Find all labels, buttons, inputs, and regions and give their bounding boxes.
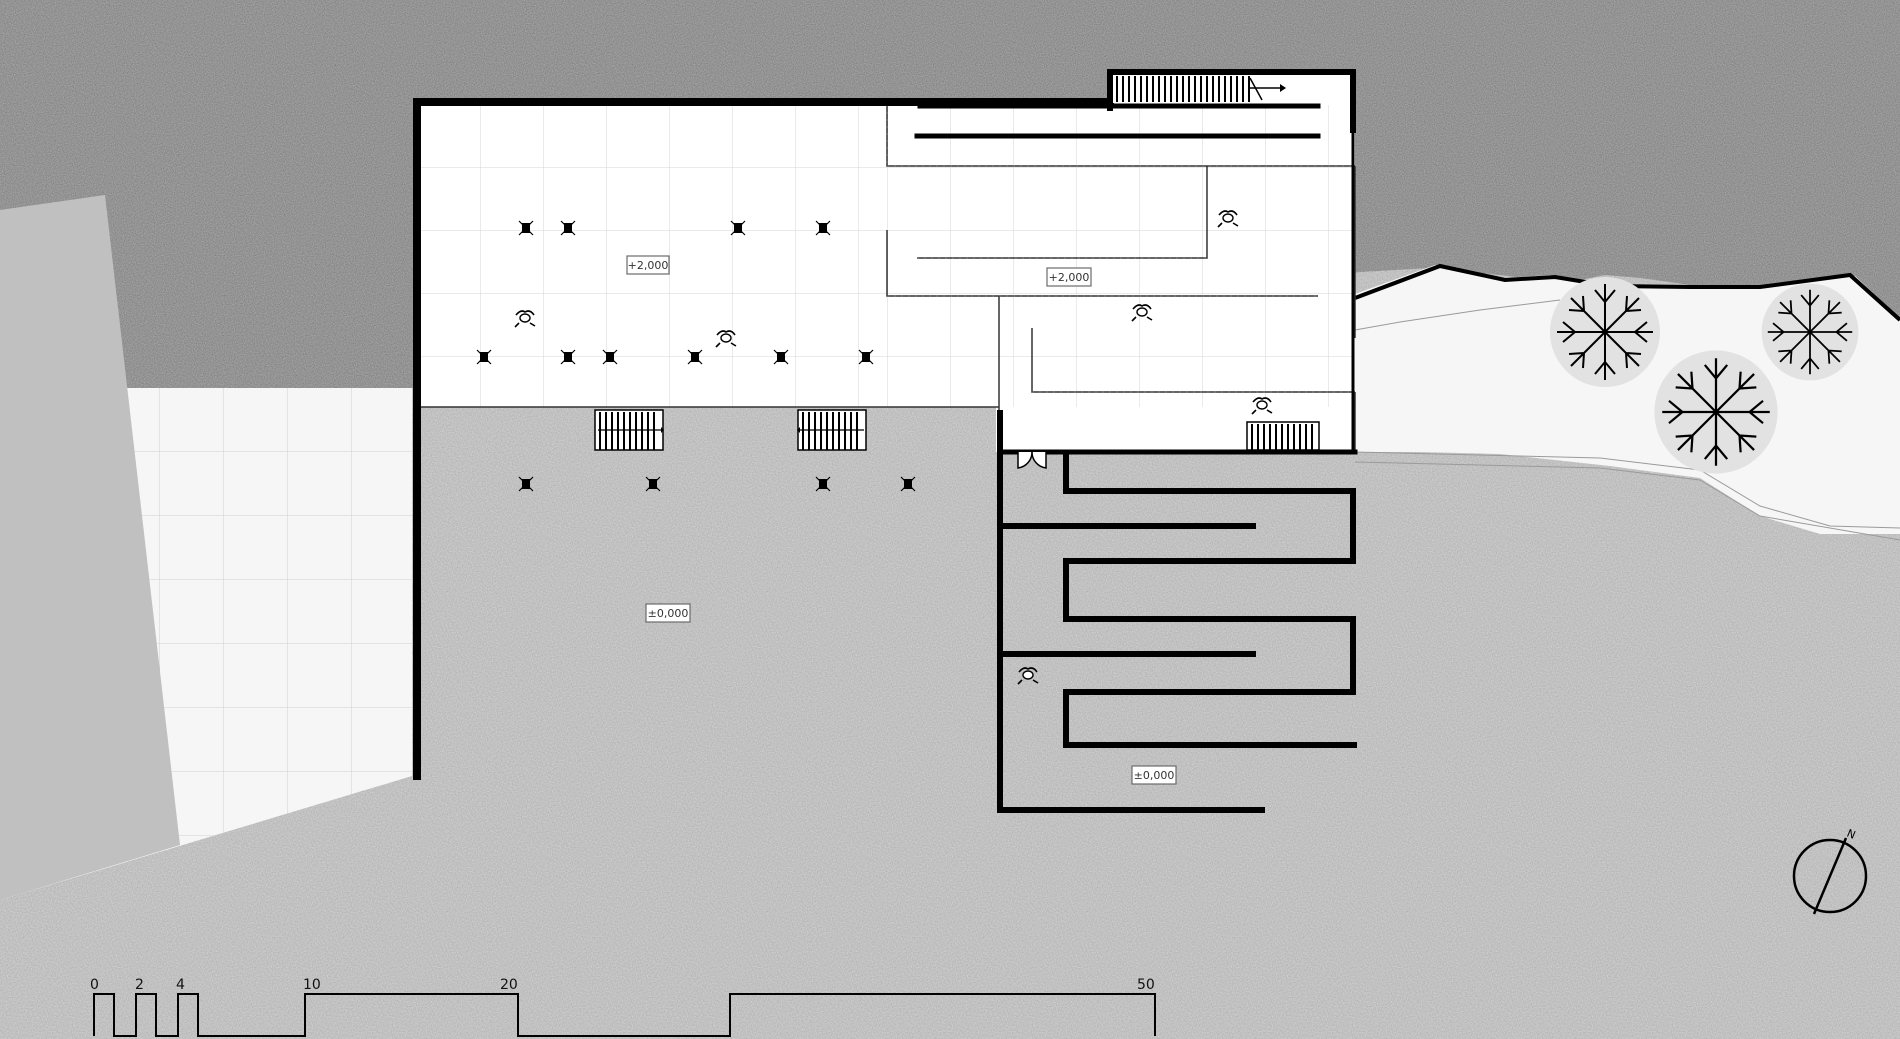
- level-tag-upper-left: +2,000: [626, 255, 670, 275]
- scale-label-0: 0: [90, 977, 99, 993]
- level-tag-ground-main: ±0,000: [645, 603, 691, 623]
- tree-icon: [1653, 349, 1779, 475]
- door-icon: [1017, 451, 1047, 469]
- svg-text:±0,000: ±0,000: [1134, 769, 1175, 782]
- scale-label-50: 50: [1137, 977, 1155, 993]
- upper-ramp-floor: [887, 105, 1355, 407]
- stair-right: [1246, 421, 1320, 451]
- stair-top: [1113, 75, 1287, 103]
- tree-icon: [1760, 282, 1860, 382]
- scale-label-10: 10: [303, 977, 321, 993]
- scale-label-2: 2: [135, 977, 144, 993]
- stair-middle: [797, 409, 867, 451]
- neighbor-building: [0, 195, 180, 900]
- level-tag-upper-right: +2,000: [1046, 267, 1092, 287]
- lower-ramp-walls: [997, 410, 1357, 813]
- stair-left: [594, 409, 664, 451]
- north-arrow-icon: N: [1792, 827, 1868, 915]
- scale-label-20: 20: [500, 977, 518, 993]
- level-tag-ground-ramp: ±0,000: [1131, 765, 1177, 785]
- scale-bar: 0 2 4 10 20 50: [90, 977, 1156, 1037]
- tree-icon: [1549, 276, 1661, 388]
- svg-text:+2,000: +2,000: [628, 259, 669, 272]
- svg-text:±0,000: ±0,000: [648, 607, 689, 620]
- building-walls: [413, 69, 1358, 780]
- scale-label-4: 4: [176, 977, 185, 993]
- svg-text:+2,000: +2,000: [1049, 271, 1090, 284]
